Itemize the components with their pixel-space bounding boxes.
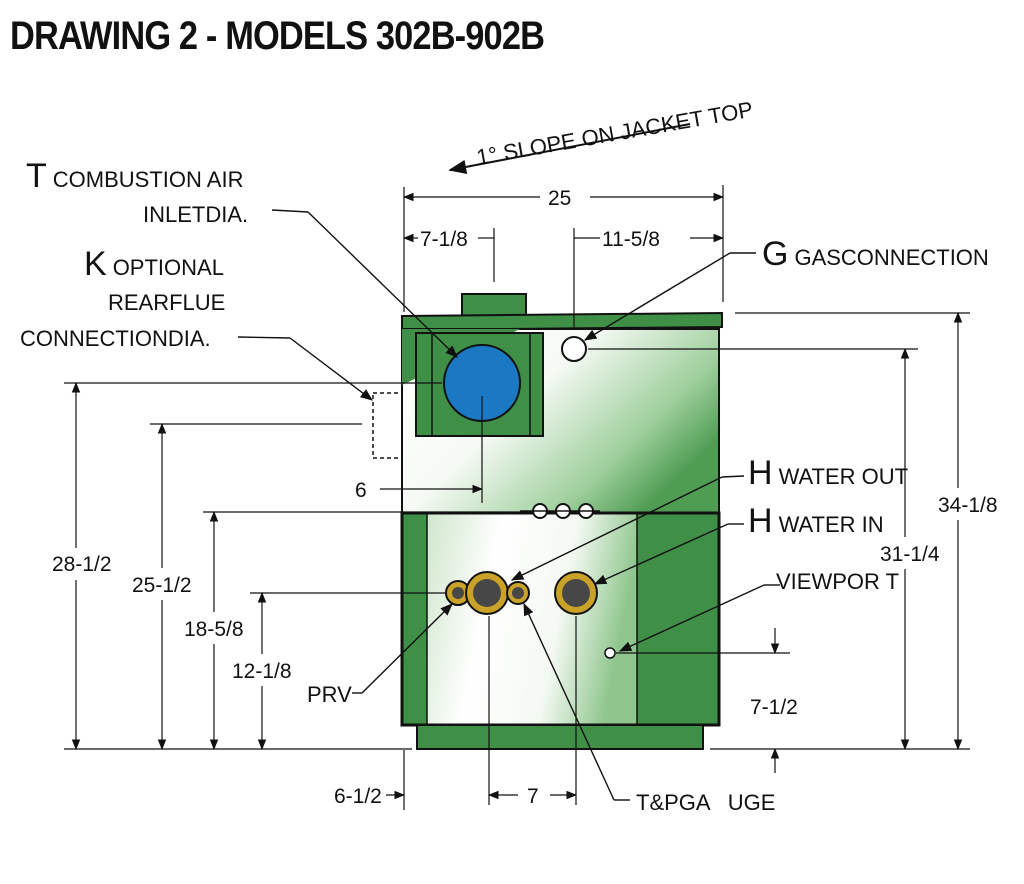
tp-gauge-label: T&PGA UGE (636, 790, 775, 815)
dim-base-offset: 6-1/2 (334, 785, 382, 808)
gas-text: GASCONNECTION (794, 245, 988, 270)
dim-right-offset: 11-5/8 (602, 228, 660, 251)
dim-air-inlet-offset: 6 (355, 479, 367, 502)
dim-height-gas: 31-1/4 (880, 543, 940, 566)
combustion-line1: COMBUSTION AIR (53, 167, 244, 192)
dimension-lines (64, 185, 970, 810)
flue-collar (461, 293, 527, 317)
slope-note: 1° SLOPE ON JACKET TOP (448, 97, 755, 175)
slope-note-text: 1° SLOPE ON JACKET TOP (475, 97, 755, 170)
lower-front-panel (427, 513, 637, 725)
viewport-label: VIEWPOR T (776, 569, 899, 594)
leader-lines (237, 209, 780, 801)
gas-connection (561, 336, 587, 362)
combustion-letter: T (26, 157, 47, 195)
rearflue-line1: OPTIONAL (113, 255, 224, 280)
dim-height-rearflue: 25-1/2 (132, 574, 192, 597)
dim-height-inlet: 28-1/2 (52, 553, 112, 576)
drawing-title: DRAWING 2 - MODELS 302B-902B (10, 14, 545, 58)
viewport (604, 647, 616, 659)
gas-letter: G (762, 235, 788, 273)
rearflue-line3: CONNECTIONDIA. (20, 326, 211, 351)
prv-label: PRV (307, 682, 352, 707)
water-in-letter: H (748, 502, 773, 540)
base (416, 724, 704, 750)
dim-height-water: 12-1/8 (232, 660, 292, 683)
dim-height-lower-panel: 18-5/8 (184, 618, 244, 641)
rearflue-letter: K (84, 245, 107, 283)
rearflue-line2: REARFLUE (108, 290, 225, 315)
dim-left-offset: 7-1/8 (420, 228, 468, 251)
dim-water-spacing: 7 (527, 785, 539, 808)
water-in-text: WATER IN (779, 512, 884, 537)
jacket-top (401, 311, 723, 332)
dim-height-total: 34-1/8 (938, 494, 998, 517)
dim-height-viewport: 7-1/2 (750, 696, 798, 719)
dim-width-total: 25 (548, 187, 571, 210)
rear-flue-outline (372, 392, 403, 459)
water-out-letter: H (748, 454, 773, 492)
boiler-body (372, 293, 723, 750)
combustion-line2: INLETDIA. (143, 202, 248, 227)
water-out-text: WATER OUT (779, 464, 909, 489)
